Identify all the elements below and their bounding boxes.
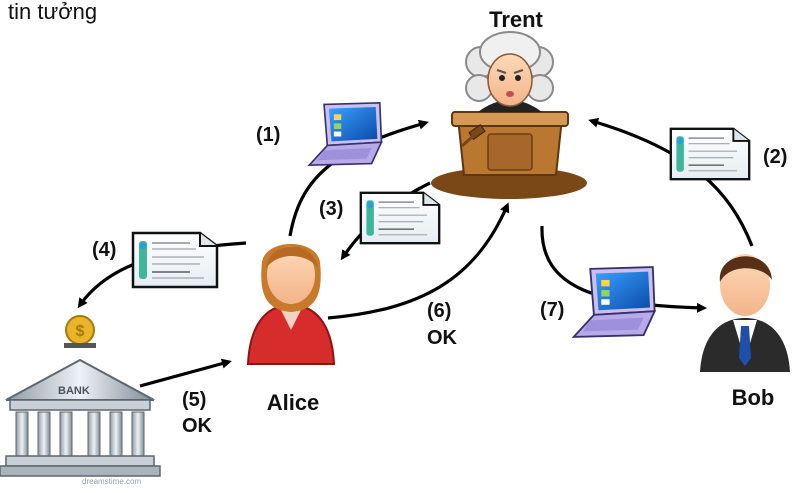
bob-label: Bob [732, 385, 775, 410]
alice-avatar-icon [246, 244, 336, 365]
top-caption: tin tưởng [8, 0, 97, 24]
step-4-label: (4) [92, 239, 116, 261]
arrows [77, 117, 754, 388]
step-5-ok: OK [182, 415, 213, 437]
step-5-label: (5) [182, 389, 206, 411]
step-3-label: (3) [319, 198, 343, 220]
trent-label: Trent [489, 7, 543, 32]
watermark: dreamstime.com [82, 477, 141, 486]
arrow-6 [327, 202, 510, 320]
bank-sign: BANK [58, 385, 90, 397]
laptop-icon-7 [572, 266, 656, 338]
step-1-label: (1) [256, 124, 280, 146]
bob-avatar-icon [700, 254, 790, 372]
alice-label: Alice [267, 390, 320, 415]
arrow-7 [540, 225, 707, 313]
certificate-card-2 [669, 127, 751, 181]
step-7-label: (7) [540, 299, 564, 321]
laptop-icon-1 [308, 102, 383, 166]
bank-icon: $ BANK dreamstime.com [0, 315, 161, 486]
step-2-label: (2) [763, 146, 787, 168]
trent-judge-icon [431, 31, 587, 199]
step-6-ok: OK [427, 327, 458, 349]
arrow-1 [288, 119, 429, 237]
arrow-5 [139, 358, 232, 388]
svg-text:$: $ [76, 323, 85, 340]
step-6-label: (6) [427, 300, 451, 322]
certificate-card-4 [131, 231, 219, 289]
certificate-card-3 [359, 191, 441, 245]
